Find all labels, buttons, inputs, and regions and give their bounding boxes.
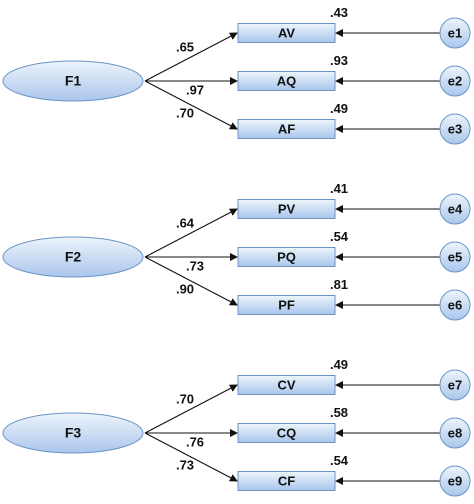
- factor-label: F3: [65, 425, 82, 441]
- loading-arrow: [144, 208, 238, 258]
- error-circle: [439, 17, 471, 49]
- indicator-label: CQ: [277, 425, 297, 440]
- loading-value: .70: [176, 105, 194, 120]
- indicator-label: AQ: [277, 73, 297, 88]
- r2-value: .93: [330, 53, 348, 68]
- paths-layer: [144, 29, 440, 485]
- r2-value: .81: [330, 277, 348, 292]
- error-label: e8: [448, 425, 462, 440]
- error-label: e3: [448, 121, 462, 136]
- r2-value: .43: [330, 5, 348, 20]
- factor-ellipse: [2, 60, 144, 102]
- factor-ellipse: [2, 412, 144, 454]
- indicator-label: PQ: [277, 249, 296, 264]
- indicator-box: [237, 375, 336, 395]
- indicator-label: AF: [278, 121, 295, 136]
- error-circle: [439, 241, 471, 273]
- indicator-label: AV: [278, 25, 295, 40]
- shapes-layer: [2, 17, 471, 497]
- error-label: e1: [448, 25, 462, 40]
- r2-value: .49: [330, 101, 348, 116]
- indicator-label: PF: [278, 297, 295, 312]
- error-circle: [439, 113, 471, 145]
- r2-value: .49: [330, 357, 348, 372]
- indicator-label: PV: [278, 201, 296, 216]
- indicator-box: [237, 423, 336, 443]
- loading-value: .73: [186, 258, 204, 273]
- error-label: e5: [448, 249, 462, 264]
- error-label: e9: [448, 473, 462, 488]
- factor-label: F1: [65, 73, 82, 89]
- loading-arrow: [144, 384, 238, 434]
- indicator-box: [237, 119, 336, 139]
- loading-value: .70: [176, 391, 194, 406]
- indicator-box: [237, 71, 336, 91]
- loading-value: .65: [176, 39, 194, 54]
- error-label: e4: [448, 201, 463, 216]
- error-circle: [439, 417, 471, 449]
- loading-arrow: [144, 80, 238, 130]
- error-label: e2: [448, 73, 462, 88]
- indicator-box: [237, 247, 336, 267]
- r2-value: .54: [330, 229, 349, 244]
- indicator-box: [237, 23, 336, 43]
- error-circle: [439, 65, 471, 97]
- error-circle: [439, 289, 471, 321]
- r2-value: .58: [330, 405, 348, 420]
- indicator-box: [237, 471, 336, 491]
- error-circle: [439, 193, 471, 225]
- error-circle: [439, 465, 471, 497]
- indicator-label: CF: [278, 473, 295, 488]
- indicator-label: CV: [277, 377, 295, 392]
- error-label: e6: [448, 297, 462, 312]
- factor-label: F2: [65, 249, 82, 265]
- r2-value: .41: [330, 181, 348, 196]
- loading-value: .64: [176, 215, 195, 230]
- loading-value: .76: [186, 434, 204, 449]
- loading-value: .90: [176, 281, 194, 296]
- loading-arrow: [144, 32, 238, 82]
- loading-arrow: [144, 256, 238, 306]
- indicator-box: [237, 199, 336, 219]
- factor-ellipse: [2, 236, 144, 278]
- error-circle: [439, 369, 471, 401]
- r2-value: .54: [330, 453, 349, 468]
- loading-arrow: [144, 432, 238, 482]
- error-label: e7: [448, 377, 462, 392]
- loading-value: .97: [186, 82, 204, 97]
- indicator-box: [237, 295, 336, 315]
- loading-value: .73: [176, 457, 194, 472]
